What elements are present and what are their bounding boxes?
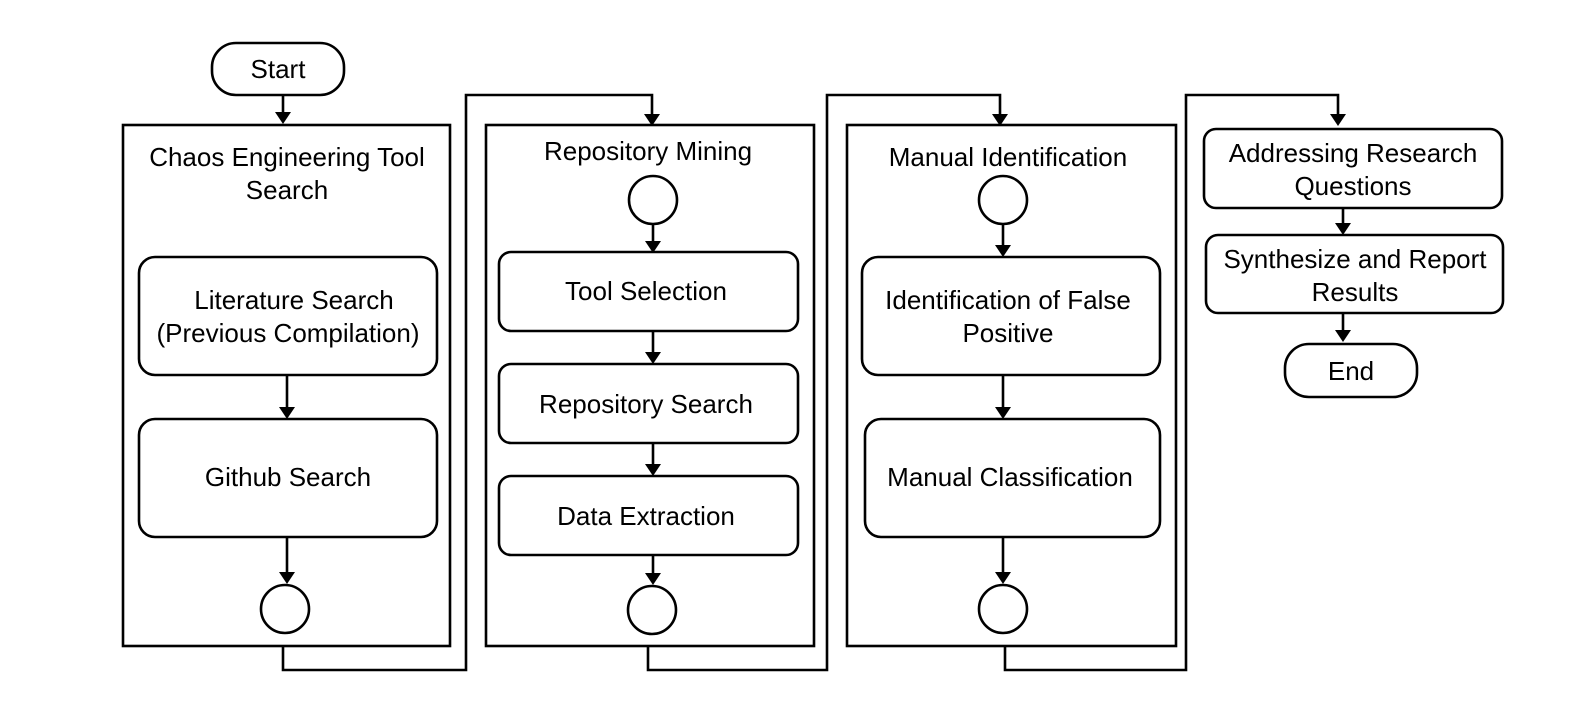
arrowhead-false-positive-to-classification (995, 407, 1011, 419)
lane-tool-search-exit-circle (259, 583, 311, 635)
step-tool-selection-line-1: Tool Selection (565, 276, 727, 306)
step-identification-false-positive-line-2: Positive (962, 318, 1053, 348)
arrowhead-repo-search-to-data-extraction (645, 464, 661, 476)
step-repository-search-line-1: Repository Search (539, 389, 753, 419)
arrowhead-into-lane2 (644, 114, 660, 126)
step-repository-search (497, 362, 800, 445)
step-literature-search-line-1: Literature Search (194, 285, 393, 315)
lane-tool-search-title-line-2: Search (246, 175, 328, 205)
end-label: End (1328, 356, 1374, 386)
arrowhead-github-to-end-circle (279, 572, 295, 584)
arrowhead-into-final (1330, 114, 1346, 126)
end-node (1283, 342, 1419, 399)
connector-lane2-to-lane3 (646, 93, 1002, 672)
step-addressing-research-questions-line-1: Addressing Research (1229, 138, 1478, 168)
lane-tool-search (121, 123, 452, 648)
arrowhead-entry-to-tool-selection (645, 241, 661, 253)
arrowhead-into-lane3 (992, 114, 1008, 126)
arrowhead-literature-to-github (279, 407, 295, 419)
lane-repository-mining-title: Repository Mining (544, 136, 752, 166)
lane-tool-search-title-line-1: Chaos Engineering Tool (149, 142, 425, 172)
step-synthesize-and-report-line-1: Synthesize and Report (1223, 244, 1487, 274)
arrowhead-research-to-synthesize (1335, 223, 1351, 235)
step-synthesize-and-report (1204, 233, 1505, 315)
step-data-extraction (497, 474, 800, 557)
lane-manual-identification-exit-circle (977, 583, 1029, 635)
arrowhead-classification-to-exit (995, 572, 1011, 584)
step-identification-false-positive (860, 255, 1162, 377)
connector-lane3-to-final (1003, 93, 1340, 672)
arrowhead-entry-to-false-positive (995, 245, 1011, 257)
step-synthesize-and-report-line-2: Results (1312, 277, 1399, 307)
step-manual-classification (863, 417, 1162, 539)
step-addressing-research-questions-line-2: Questions (1294, 171, 1411, 201)
arrowhead-start-to-lane1 (275, 112, 291, 124)
step-literature-search-line-2: (Previous Compilation) (157, 318, 420, 348)
step-literature-search (137, 255, 439, 377)
start-label: Start (251, 54, 307, 84)
step-data-extraction-line-1: Data Extraction (557, 501, 735, 531)
lane-repository-mining (484, 123, 816, 648)
step-identification-false-positive-line-1: Identification of False (885, 285, 1131, 315)
lane-repository-mining-exit-circle (626, 584, 678, 636)
start-node (210, 41, 346, 97)
lane-manual-identification-entry-circle (977, 174, 1029, 226)
connector-lane1-to-lane2 (281, 93, 654, 672)
step-tool-selection (497, 250, 800, 333)
step-github-search-line-1: Github Search (205, 462, 371, 492)
arrowhead-data-extraction-to-exit (645, 573, 661, 585)
step-manual-classification-line-1: Manual Classification (887, 462, 1133, 492)
lane-manual-identification (845, 123, 1178, 648)
lane-repository-mining-entry-circle (627, 174, 679, 226)
step-addressing-research-questions (1202, 127, 1504, 210)
lane-manual-identification-title: Manual Identification (889, 142, 1127, 172)
arrowhead-tool-selection-to-repo-search (645, 352, 661, 364)
arrowhead-synthesize-to-end (1335, 330, 1351, 342)
